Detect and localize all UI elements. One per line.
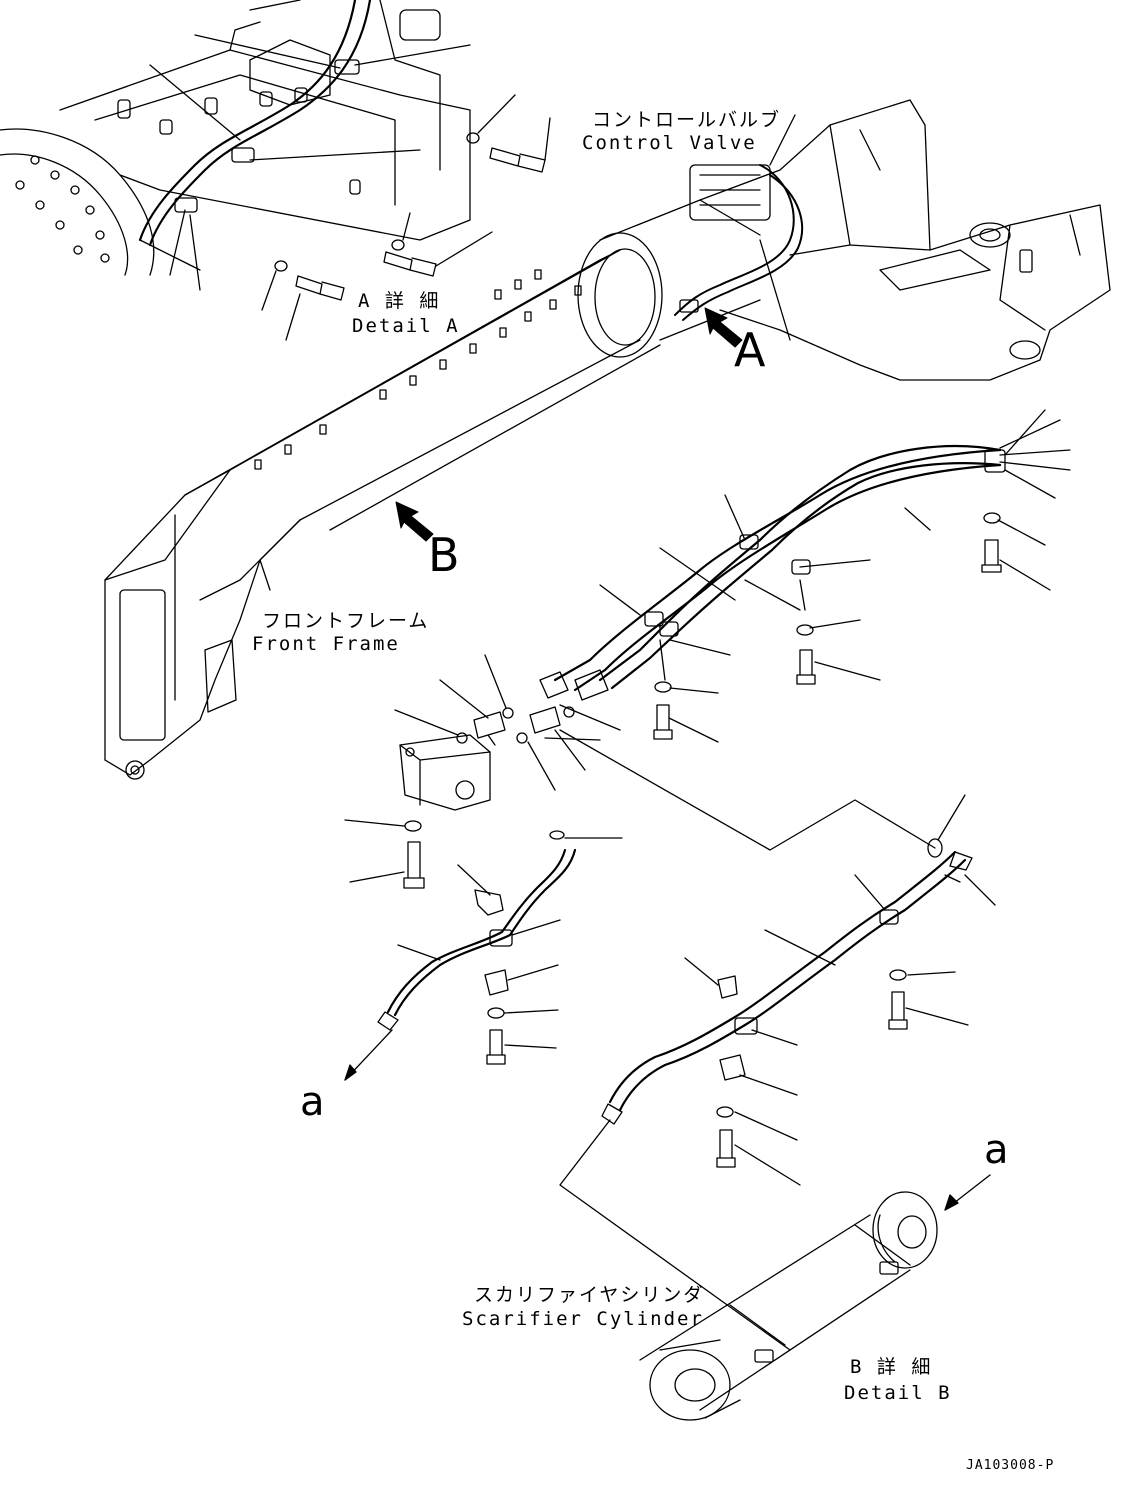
rear-frame	[699, 99, 1111, 381]
hose-clamp	[984, 449, 1006, 473]
view-b-marker: B	[428, 528, 460, 582]
bolt	[489, 147, 546, 173]
view-a-marker: A	[734, 323, 766, 377]
scarifier-cylinder-label-jp: スカリファイヤシリンダ	[474, 1284, 705, 1306]
detail-b-label-en: Detail B	[844, 1382, 952, 1404]
hose-upper	[553, 448, 1002, 682]
control-valve-label-en: Control Valve	[582, 132, 757, 154]
axle-housing	[577, 232, 663, 358]
detail-a-label-en: Detail A	[352, 315, 460, 337]
scarifier-cylinder-label-en: Scarifier Cylinder	[462, 1308, 704, 1330]
washer	[466, 132, 480, 144]
view-arrow-b	[395, 501, 434, 542]
frame-side-bottom	[299, 339, 641, 521]
hose-left	[393, 848, 577, 1017]
scarifier-cylinder	[639, 1191, 938, 1421]
fitting	[539, 671, 569, 699]
frame-outline	[59, 49, 471, 241]
hose-right	[618, 858, 967, 1112]
detail-a-drawing	[0, 0, 551, 341]
detail-b-drawing	[344, 409, 1071, 1421]
frame-pin	[125, 760, 145, 780]
control-valve	[689, 164, 771, 221]
view-arrow-a	[704, 307, 743, 348]
detail-a-label-jp: A 詳 細	[358, 290, 441, 312]
connector-a-right: a	[984, 1127, 1009, 1173]
wheel-hub	[0, 128, 155, 276]
detail-b-label-jp: B 詳 細	[850, 1356, 933, 1378]
hub-bolt	[30, 155, 40, 165]
frame-bolts	[254, 269, 582, 470]
front-frame-label-en: Front Frame	[252, 633, 400, 655]
drawing-code: JA103008-P	[966, 1458, 1055, 1473]
front-frame-label-jp: フロントフレーム	[262, 610, 430, 632]
hose-pair	[148, 0, 372, 247]
valve-block	[399, 734, 491, 811]
control-valve-label-jp: コントロールバルブ	[592, 109, 782, 131]
connector-a-left: a	[300, 1079, 325, 1125]
front-frame-drawing	[104, 99, 1111, 780]
